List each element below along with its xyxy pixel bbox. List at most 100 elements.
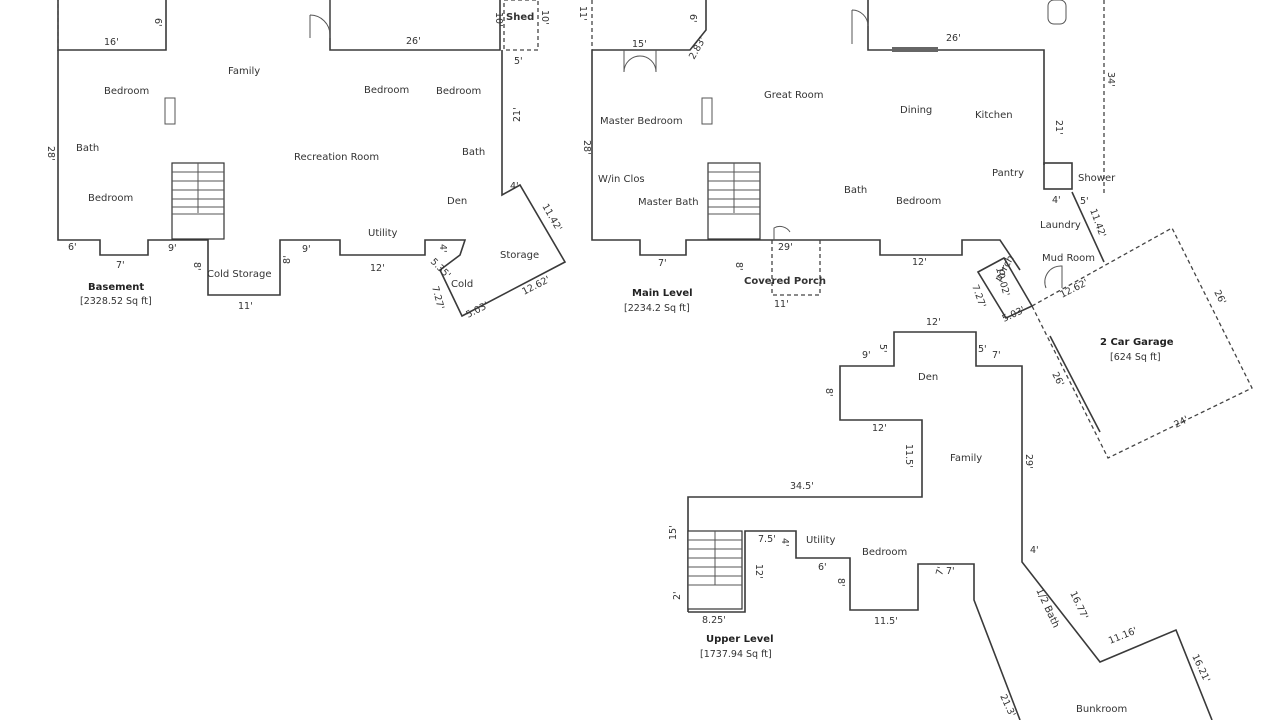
room-label: Bath [462, 147, 485, 158]
upper-level: Den Family Utility Bedroom 1/2 Bath Bunk… [668, 317, 1213, 720]
dimension-label: 4' [1030, 545, 1039, 556]
dimension-label: 10' [539, 10, 550, 25]
dimension-label: 12' [912, 257, 927, 268]
room-label: Bedroom [436, 86, 481, 97]
garage: 2 Car Garage [624 Sq ft] 26' 26' 24' [1031, 227, 1253, 459]
room-label: Master Bath [638, 197, 699, 208]
dimension-label: 8' [191, 262, 202, 271]
dimension-label: 7.27' [429, 285, 446, 311]
room-label: Storage [500, 250, 539, 261]
dimension-label: 7.5' [758, 534, 776, 545]
room-label: Bunkroom [1076, 704, 1127, 715]
basement-door [309, 0, 331, 38]
level-area: [2234.2 Sq ft] [624, 303, 690, 314]
dimension-label: 10' [493, 12, 504, 27]
dimension-label: 34' [1105, 72, 1116, 87]
dimension-label: 8' [823, 388, 834, 397]
room-label: Bath [76, 143, 99, 154]
upper-outline [687, 331, 1213, 720]
dimension-label: 9' [862, 350, 871, 361]
room-label: Mud Room [1042, 253, 1095, 264]
covered-porch-outline [771, 240, 821, 296]
room-label: Shower [1078, 173, 1116, 184]
dimension-label: 12' [370, 263, 385, 274]
dimension-label: 7' [934, 566, 947, 577]
dimension-label: 15' [632, 39, 647, 50]
room-label: Covered Porch [744, 276, 826, 287]
shed-outline [503, 0, 539, 51]
upper-outline-south [688, 530, 1021, 720]
dimension-label: 4' [779, 538, 790, 547]
level-title: Basement [88, 282, 144, 293]
basement-stairs [171, 162, 225, 240]
upper-stairs [687, 530, 743, 610]
dimension-label: 26' [406, 36, 421, 47]
dimension-label: 12' [753, 564, 764, 579]
dimension-label: 29' [778, 242, 793, 253]
main-tub [1047, 0, 1067, 25]
room-label: Cold [451, 279, 473, 290]
dimension-label: 7' [992, 350, 1001, 361]
dimension-label: 16.77' [1067, 590, 1090, 622]
main-outline-main [591, 50, 1021, 271]
dimension-label: 28' [581, 140, 592, 155]
basement-level: Family Bedroom Bedroom Bedroom Bath Recr… [45, 0, 567, 321]
dimension-label: 5' [978, 344, 987, 355]
main-window [701, 97, 713, 125]
dimension-label: 2' [672, 591, 683, 600]
dimension-label: 15' [668, 525, 679, 540]
main-outline-north [592, 0, 707, 51]
dimension-label: 11.16' [1107, 625, 1139, 646]
room-label: Bedroom [364, 85, 409, 96]
room-label: Family [950, 453, 982, 464]
room-label: W/in Clos [598, 174, 645, 185]
level-title: Main Level [632, 288, 693, 299]
dimension-label: 21' [1053, 120, 1064, 135]
room-label: Great Room [764, 90, 824, 101]
room-label: Bedroom [896, 196, 941, 207]
dimension-label: 24' [1172, 414, 1190, 430]
room-label: Family [228, 66, 260, 77]
dimension-label: 5' [514, 56, 523, 67]
room-label: Utility [368, 228, 397, 239]
dimension-label: 6' [68, 242, 77, 253]
dimension-label: 7' [116, 260, 125, 271]
dimension-label: 4' [510, 181, 519, 192]
dimension-label: 7.27' [969, 283, 987, 309]
room-label: Laundry [1040, 220, 1081, 231]
room-label: 1/2 Bath [1033, 587, 1061, 630]
dimension-label: 12' [926, 317, 941, 328]
room-label: Bedroom [862, 547, 907, 558]
basement-window [164, 97, 176, 125]
garage-door [1049, 335, 1101, 433]
room-label: Bath [844, 185, 867, 196]
dimension-label: 11' [774, 299, 789, 310]
dimension-label: 11.42' [539, 202, 563, 233]
dimension-label: 12' [872, 423, 887, 434]
main-fireplace [892, 47, 938, 52]
dimension-label: 11' [238, 301, 253, 312]
level-title: Upper Level [706, 634, 774, 645]
room-label: Kitchen [975, 110, 1013, 121]
room-label: Bedroom [104, 86, 149, 97]
room-label: Dining [900, 105, 932, 116]
dimension-label: 6' [818, 562, 827, 573]
dimension-label: 11.5' [874, 616, 898, 627]
dimension-label: 26' [1049, 370, 1065, 388]
dimension-label: 9' [168, 243, 177, 254]
dimension-label: 8' [835, 578, 846, 587]
dimension-label: 7' [946, 566, 955, 577]
dimension-label: 6' [152, 18, 163, 27]
dimension-label: 21.3' [997, 693, 1017, 719]
mud-room-door [1044, 265, 1063, 289]
main-outline-north-east [867, 0, 1045, 165]
room-label: Pantry [992, 168, 1024, 179]
dimension-label: 8' [282, 255, 293, 264]
shower-box [1043, 162, 1073, 190]
dimension-label: 8' [733, 262, 744, 271]
garage-outline [1031, 227, 1253, 459]
room-label: Bedroom [88, 193, 133, 204]
dimension-label: 21' [512, 107, 523, 122]
room-label: Recreation Room [294, 152, 379, 163]
